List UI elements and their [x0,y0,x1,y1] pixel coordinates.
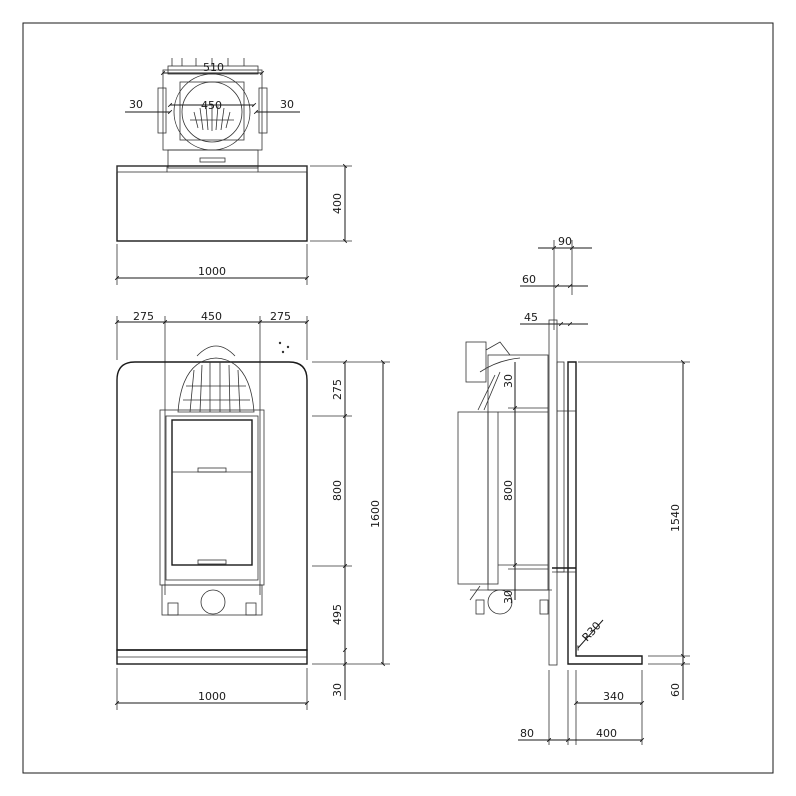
dim-side-gap-top: 30 [502,374,515,388]
top-view: 510 450 30 30 400 1000 [114,58,352,285]
dim-front-center-width: 450 [201,310,222,323]
dim-front-door-height: 800 [331,480,344,501]
dim-top-inner-width: 450 [201,99,222,112]
dim-front-right-margin: 275 [270,310,291,323]
dim-front-left-margin: 275 [133,310,154,323]
dim-side-gap-bottom: 30 [502,590,515,604]
side-view: 90 60 45 [457,235,690,745]
side-view-wall-bracket [567,361,643,665]
dim-side-door-height: 800 [502,480,515,501]
front-view-air-inlet [200,589,226,615]
dim-front-total-height: 1600 [369,500,382,528]
front-view-heat-exchanger [177,357,255,413]
front-view-firebox [159,409,265,586]
dim-side-foot-height: 60 [669,683,682,697]
dim-top-right-offset: 30 [280,98,294,111]
dim-front-total-width: 1000 [198,690,226,703]
dim-side-plate-thickness: 80 [520,727,534,740]
dim-side-plate-offset: 45 [524,311,538,324]
dim-top-shelf-height: 400 [331,193,344,214]
dim-top-left-offset: 30 [129,98,143,111]
dim-front-lower-height: 495 [331,604,344,625]
dim-side-base-depth: 400 [596,727,617,740]
dim-side-wall-height: 1540 [669,504,682,532]
dim-top-shelf-width: 1000 [198,265,226,278]
dim-side-foot-depth: 340 [603,690,624,703]
front-view: 275 450 275 [114,310,390,710]
front-view-door-glass [171,419,253,566]
dim-front-base-height: 30 [331,683,344,697]
side-view-cladding-plate [548,319,558,666]
side-view-stove-body [487,354,549,591]
top-view-shelf [116,165,308,242]
dim-top-overall-width: 510 [203,61,224,74]
dim-side-wall-offset: 60 [522,273,536,286]
front-view-cladding [116,361,308,651]
dim-front-upper-height: 275 [331,379,344,400]
drawing-frame [22,22,774,774]
dim-side-top-width: 90 [558,235,572,248]
